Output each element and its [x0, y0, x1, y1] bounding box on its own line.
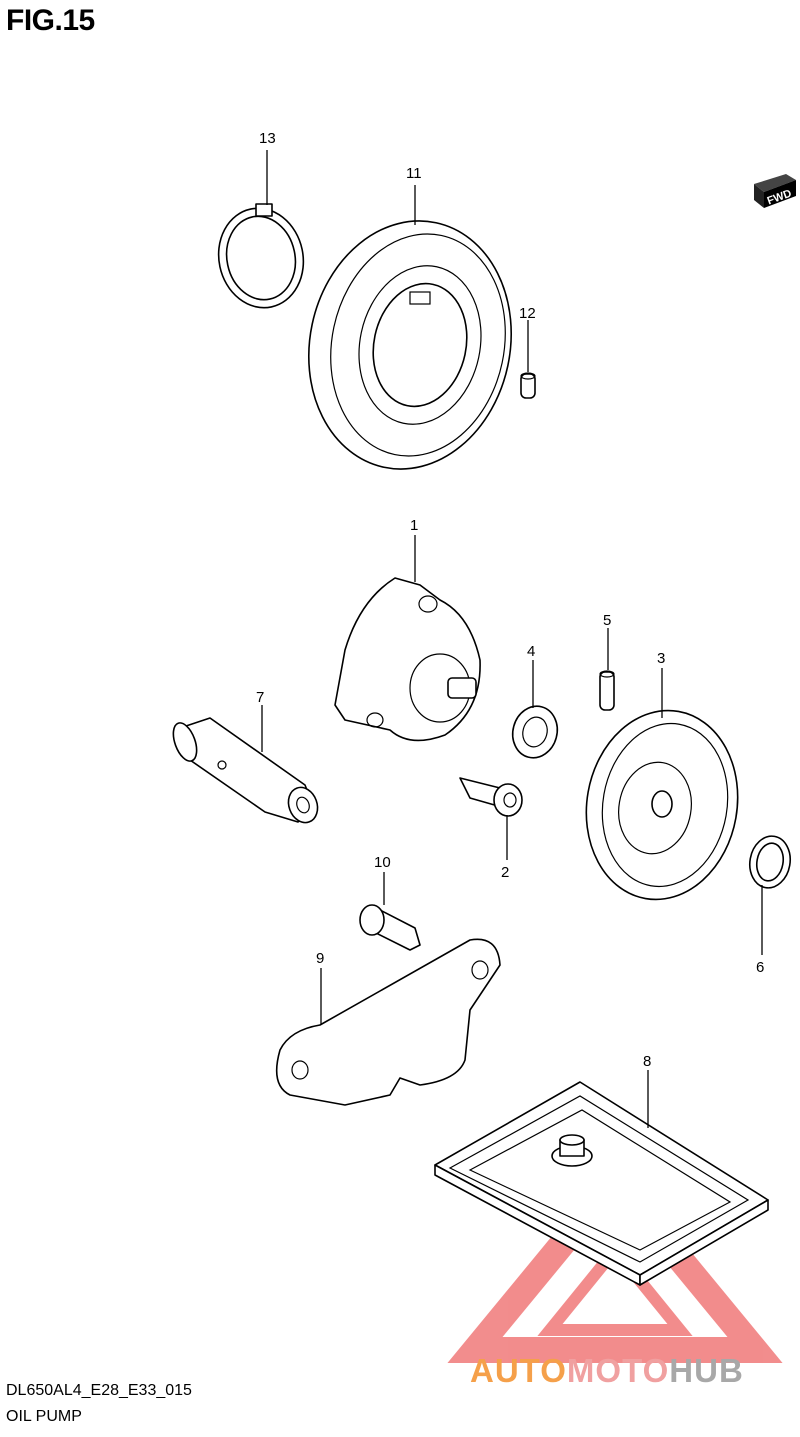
leader-lines — [261, 150, 763, 1128]
watermark-part3: HUB — [669, 1352, 744, 1389]
figure-code: DL650AL4_E28_E33_015 — [6, 1382, 192, 1399]
part-10-bolt[interactable] — [359, 904, 421, 951]
callout-13: 13 — [259, 130, 276, 147]
callout-4: 4 — [527, 643, 535, 660]
callout-11: 11 — [406, 165, 422, 182]
part-13-snap-ring[interactable] — [210, 200, 313, 315]
part-12-dowel-pin[interactable] — [520, 372, 536, 399]
watermark-part1: AUTO — [470, 1352, 567, 1389]
part-3-drive-gear[interactable] — [572, 698, 753, 911]
callout-8: 8 — [643, 1053, 651, 1070]
callout-10: 10 — [374, 854, 391, 871]
figure-title: FIG.15 — [6, 4, 95, 37]
fwd-arrow-icon: FWD — [754, 174, 796, 208]
callout-6: 6 — [756, 959, 764, 976]
part-5-pin[interactable] — [599, 670, 615, 711]
callout-1: 1 — [410, 517, 418, 534]
part-11-driven-gear[interactable] — [286, 202, 534, 488]
part-8-oil-strainer[interactable] — [434, 1081, 769, 1286]
callout-2: 2 — [501, 864, 509, 881]
watermark-part2: MOTO — [566, 1352, 670, 1389]
watermark-logo-triangle — [447, 1159, 783, 1363]
part-1-oil-pump-body[interactable] — [334, 577, 481, 742]
callout-3: 3 — [657, 650, 665, 667]
part-9-plate[interactable] — [275, 938, 501, 1106]
part-7-pump-shaft[interactable] — [169, 717, 323, 827]
callout-7: 7 — [256, 689, 264, 706]
watermark-logo-text: AUTOMOTOHUB — [470, 1352, 744, 1390]
part-2-bolt[interactable] — [459, 777, 523, 817]
callout-5: 5 — [603, 612, 611, 629]
callout-9: 9 — [316, 950, 324, 967]
figure-name: OIL PUMP — [6, 1408, 82, 1425]
part-4-washer[interactable] — [507, 701, 563, 763]
part-6-snap-ring[interactable] — [746, 833, 794, 891]
callout-12: 12 — [519, 305, 536, 322]
